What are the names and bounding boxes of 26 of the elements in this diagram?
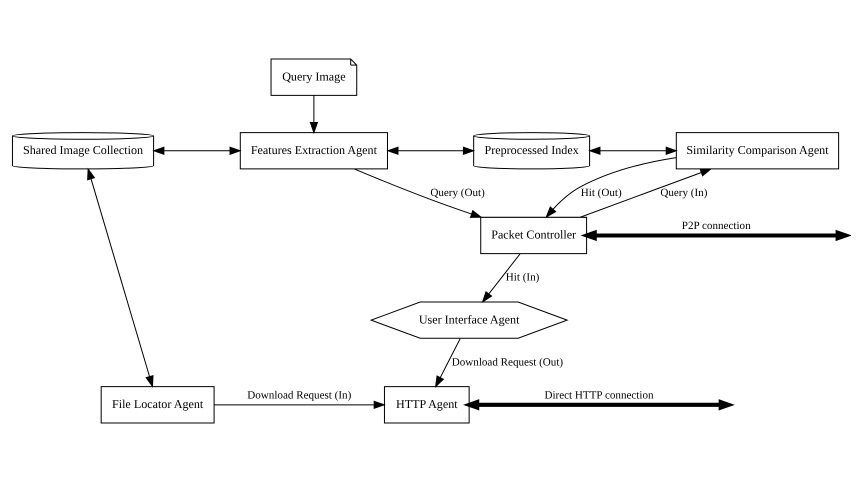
edge-label: Query (Out) bbox=[430, 186, 485, 199]
node-box: Features Extraction Agent bbox=[240, 132, 388, 170]
node-box: Packet Controller bbox=[480, 216, 588, 254]
arrow bbox=[588, 146, 678, 156]
edge-label: Hit (Out) bbox=[580, 186, 622, 199]
arrow bbox=[434, 338, 461, 388]
edge-label: Hit (In) bbox=[506, 272, 540, 284]
arrow bbox=[354, 168, 483, 218]
arrow bbox=[214, 400, 386, 410]
arrow bbox=[580, 230, 851, 242]
arrow bbox=[482, 254, 520, 304]
node-box: File Locator Agent bbox=[100, 386, 215, 424]
arrow bbox=[152, 146, 242, 156]
arrow bbox=[310, 96, 318, 134]
arrow bbox=[463, 399, 735, 410]
arrow bbox=[87, 168, 154, 388]
edge-label: Direct HTTP connection bbox=[544, 390, 654, 402]
arrow bbox=[545, 157, 676, 218]
arrow bbox=[386, 146, 476, 156]
edge-label: Download Request (In) bbox=[247, 390, 352, 402]
node-box: Similarity Comparison Agent bbox=[676, 132, 840, 170]
edge-label: P2P connection bbox=[682, 220, 751, 232]
edge-label: Download Request (Out) bbox=[452, 356, 564, 368]
edge-label: Query (In) bbox=[660, 186, 708, 199]
node-box: HTTP Agent bbox=[384, 386, 470, 424]
arrow bbox=[580, 168, 712, 218]
